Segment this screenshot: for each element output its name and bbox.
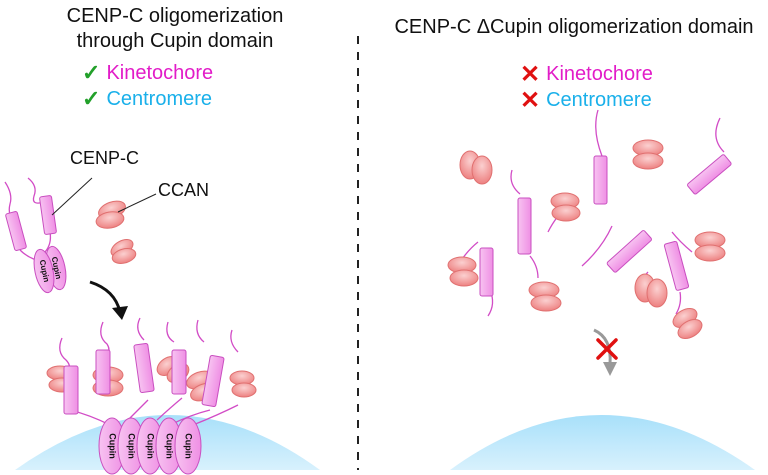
ccan-complex: [110, 238, 137, 264]
block-cross-icon: [596, 338, 618, 360]
ccan-callout-line: [117, 193, 157, 213]
left-title-line1: CENP-C oligomerization: [66, 5, 284, 27]
check-icon: ✓: [82, 60, 101, 85]
ccan-complex: [95, 200, 126, 229]
cupin-label: Cupin: [146, 433, 156, 459]
blocked-arrow: [593, 328, 612, 365]
assembled-cenpc-rods: [63, 343, 225, 415]
centromere-dome-right: [450, 415, 755, 470]
assembly-arrow-head: [112, 306, 128, 320]
left-title-line2: through Cupin domain: [76, 30, 274, 52]
left-status-kinetochore: ✓ Kinetochore: [82, 60, 213, 86]
cupin-label: Cupin: [184, 433, 194, 459]
cupin-label: Cupin: [127, 433, 137, 459]
centromere-label: Centromere: [546, 89, 652, 111]
assembly-arrow: [89, 280, 122, 313]
centromere-label: Centromere: [106, 87, 213, 110]
kinetochore-label: Kinetochore: [546, 63, 653, 85]
check-icon: ✓: [82, 86, 101, 111]
cenpc-callout-line: [51, 177, 93, 216]
cross-icon: ✕: [520, 87, 541, 114]
cenpc-rod: [5, 211, 27, 251]
right-status-centromere: ✕ Centromere: [520, 86, 652, 115]
cupin-stack: [98, 417, 202, 475]
left-status-centromere: ✓ Centromere: [82, 86, 212, 112]
cenpc-callout-label: CENP-C: [70, 148, 140, 168]
cupin-label: Cupin: [165, 433, 175, 459]
right-title: CENP-C ΔCupin oligomerization domain: [394, 16, 754, 38]
blocked-arrow-head: [603, 362, 617, 376]
cenpc-rod: [39, 195, 57, 235]
kinetochore-label: Kinetochore: [106, 61, 214, 84]
right-status-kinetochore: ✕ Kinetochore: [520, 60, 653, 89]
cross-icon: ✕: [520, 61, 541, 88]
cupin-label: Cupin: [108, 433, 118, 459]
cupin-domain: [33, 248, 55, 294]
free-cenpc-rods: [479, 154, 732, 297]
ccan-callout-label: CCAN: [158, 180, 210, 200]
free-ccan-complexes: [447, 139, 726, 339]
